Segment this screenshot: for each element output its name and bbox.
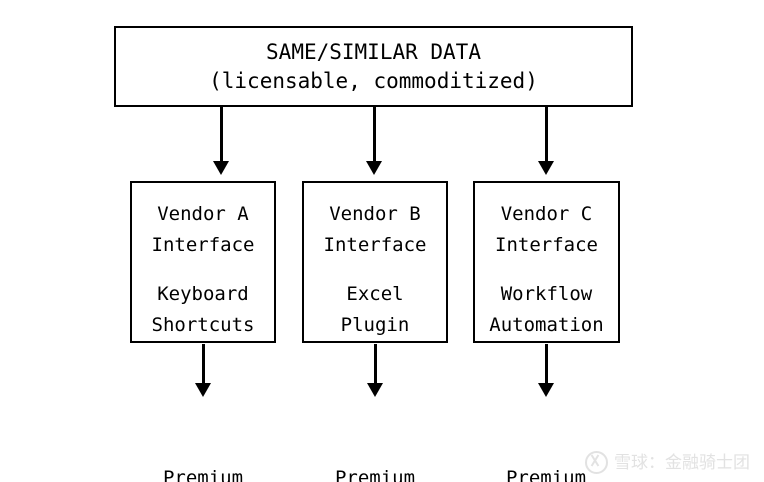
vendor-c-feature-line-2: Automation [489, 314, 604, 336]
arrow-source-to-vendor-b [364, 107, 384, 181]
outcome-label-vendor-a: Premium Pricing [113, 403, 293, 482]
vendor-a-feature-line-2: Shortcuts [151, 314, 255, 336]
vendor-box-c: Vendor C Interface Workflow Automation [473, 181, 620, 343]
xueqiu-logo-icon [585, 451, 608, 474]
vendor-box-a: Vendor A Interface Keyboard Shortcuts [130, 181, 276, 343]
outcome-a-line-1: Premium [162, 467, 244, 482]
outcome-c-line-1: Premium [505, 467, 587, 482]
vendor-c-title-line-2: Interface [495, 234, 598, 256]
vendor-c-feature-line-1: Workflow [500, 283, 593, 305]
arrowhead-down-icon [213, 161, 229, 175]
arrowhead-down-icon [366, 161, 382, 175]
outcome-label-vendor-c: Premium Pricing [456, 403, 636, 482]
arrow-shaft [373, 344, 377, 385]
arrowhead-down-icon [538, 161, 554, 175]
vendor-a-title-line-1: Vendor A [157, 203, 249, 225]
arrow-source-to-vendor-a [211, 107, 231, 181]
vendor-box-b: Vendor B Interface Excel Plugin [302, 181, 448, 343]
vendor-a-feature-line-1: Keyboard [157, 283, 249, 305]
vendor-b-title-line-2: Interface [323, 234, 427, 256]
arrow-shaft [544, 107, 548, 163]
arrowhead-down-icon [538, 383, 554, 397]
vendor-b-feature-line-1: Excel [346, 283, 404, 305]
vendor-a-title-line-2: Interface [151, 234, 255, 256]
arrow-vendor-a-to-pricing [193, 344, 213, 401]
arrow-shaft [544, 344, 548, 385]
source-data-line-1: SAME/SIMILAR DATA [266, 39, 481, 64]
watermark-text: 雪球：金融骑士团 [614, 452, 750, 473]
arrow-shaft [372, 107, 376, 163]
arrow-vendor-b-to-pricing [365, 344, 385, 401]
source-data-box: SAME/SIMILAR DATA (licensable, commoditi… [114, 26, 633, 107]
arrow-source-to-vendor-c [536, 107, 556, 181]
arrow-shaft [219, 107, 223, 163]
outcome-b-line-1: Premium [334, 467, 416, 482]
vendor-b-feature-line-2: Plugin [340, 314, 410, 336]
arrowhead-down-icon [367, 383, 383, 397]
arrowhead-down-icon [195, 383, 211, 397]
outcome-label-vendor-b: Premium Pricing [285, 403, 465, 482]
arrow-vendor-c-to-pricing [536, 344, 556, 401]
watermark: 雪球：金融骑士团 [585, 451, 750, 474]
arrow-shaft [201, 344, 205, 385]
vendor-c-title-line-1: Vendor C [500, 203, 593, 225]
source-data-line-2: (licensable, commoditized) [209, 68, 538, 93]
vendor-b-title-line-1: Vendor B [329, 203, 421, 225]
